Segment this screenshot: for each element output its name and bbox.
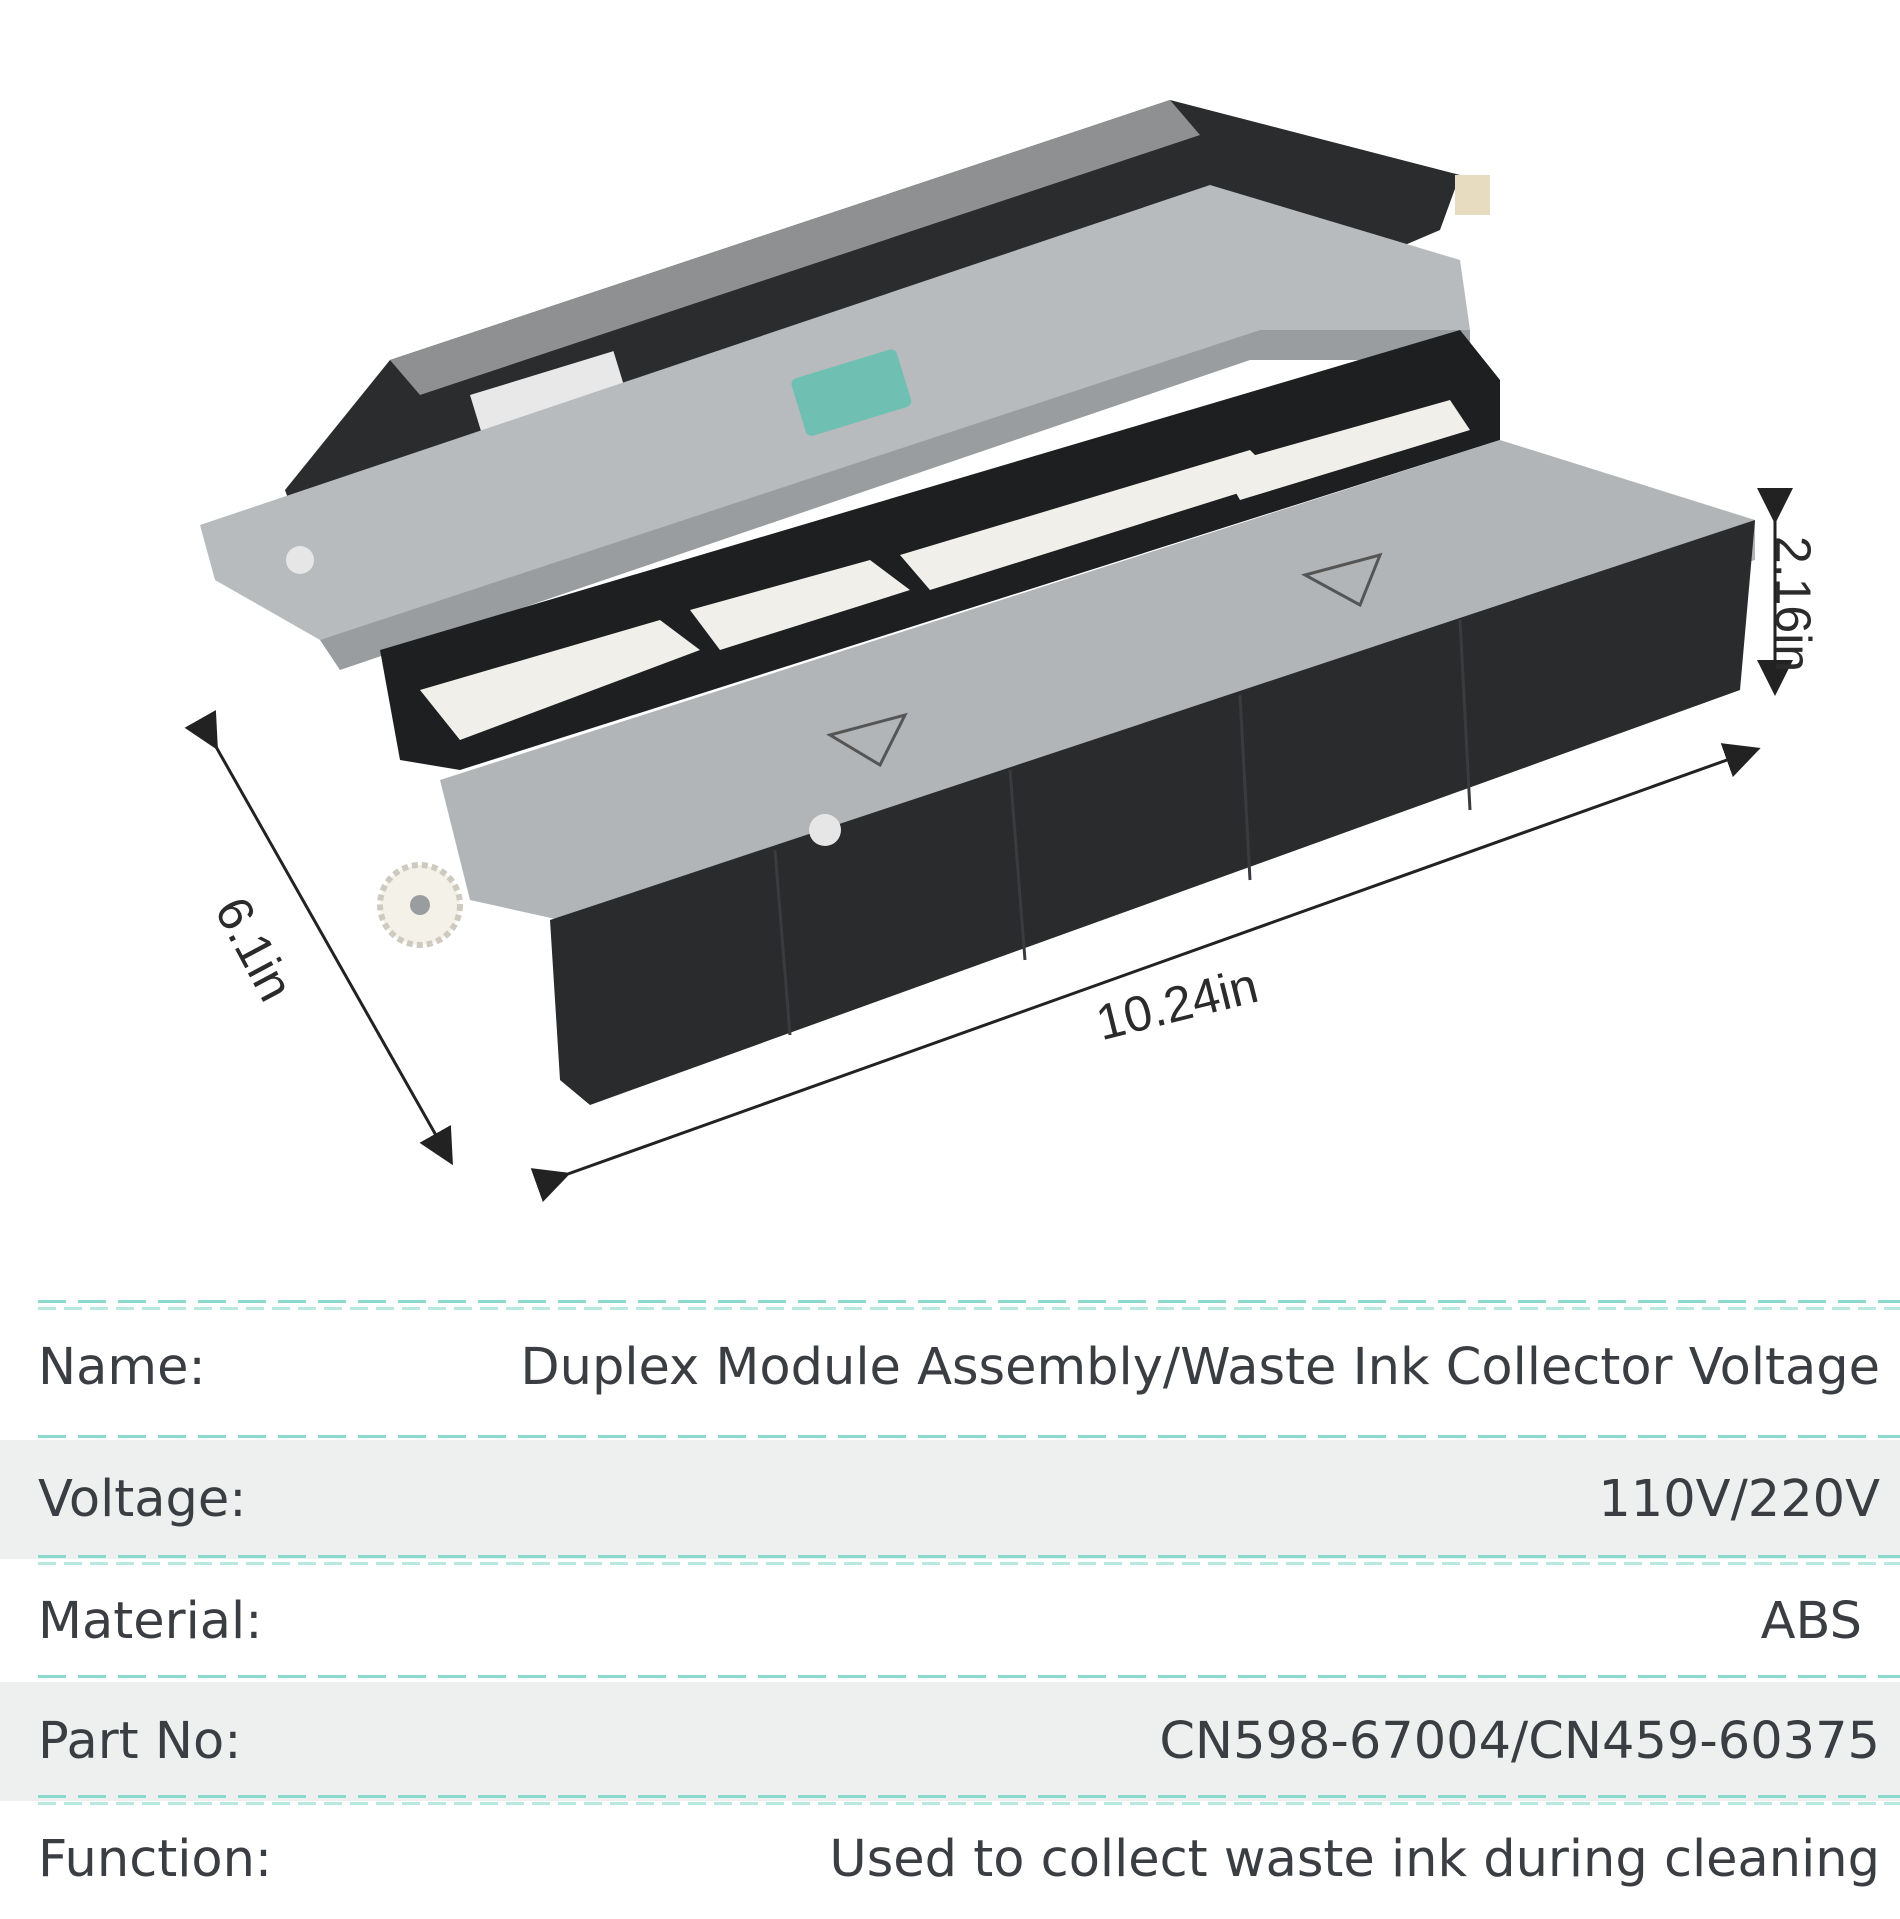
ink-pad-mid (690, 560, 910, 650)
ink-pad-right (900, 450, 1280, 590)
spec-label: Material: (38, 1592, 263, 1651)
screw-front-icon (809, 814, 841, 846)
spec-row-material: Material: ABS (0, 1562, 1900, 1681)
height-dimension-label: 2.16in (1765, 535, 1822, 673)
spec-value: Duplex Module Assembly/Waste Ink Collect… (520, 1338, 1880, 1397)
spec-label: Part No: (38, 1712, 242, 1771)
rear-top-strip (390, 100, 1200, 395)
depth-dimension-arrow (184, 710, 453, 1166)
spec-row-voltage: Voltage: 110V/220V (0, 1440, 1900, 1559)
spec-label: Voltage: (38, 1470, 247, 1529)
spec-row-part-no: Part No: CN598-67004/CN459-60375 (0, 1682, 1900, 1801)
duplex-module-illustration (184, 100, 1793, 1203)
rear-label (470, 351, 626, 434)
screw-left-icon (286, 546, 314, 574)
spec-label: Function: (38, 1830, 273, 1889)
product-image-area: 10.24in 6.1in 2.16in (184, 100, 1822, 1203)
spec-divider (38, 1555, 1900, 1565)
spec-table: Name: Duplex Module Assembly/Waste Ink C… (0, 1300, 1900, 1900)
teal-latch (791, 349, 912, 436)
spec-divider (38, 1300, 1900, 1310)
spec-value: CN598-67004/CN459-60375 (1159, 1712, 1880, 1771)
ink-pad-left (420, 620, 700, 740)
spec-row-name: Name: Duplex Module Assembly/Waste Ink C… (0, 1308, 1900, 1427)
ink-pad-far (1220, 400, 1470, 500)
spec-value: Used to collect waste ink during cleanin… (829, 1830, 1880, 1889)
right-end-cap (1455, 175, 1490, 215)
width-dimension-arrow (530, 743, 1761, 1203)
spec-row-function: Function: Used to collect waste ink duri… (0, 1800, 1900, 1919)
spec-divider (38, 1675, 1900, 1685)
spec-value: 110V/220V (1598, 1470, 1880, 1529)
spec-divider (38, 1795, 1900, 1805)
spec-value: ABS (1760, 1592, 1862, 1651)
warning-triangle-right-icon (1300, 552, 1383, 608)
spec-label: Name: (38, 1338, 206, 1397)
